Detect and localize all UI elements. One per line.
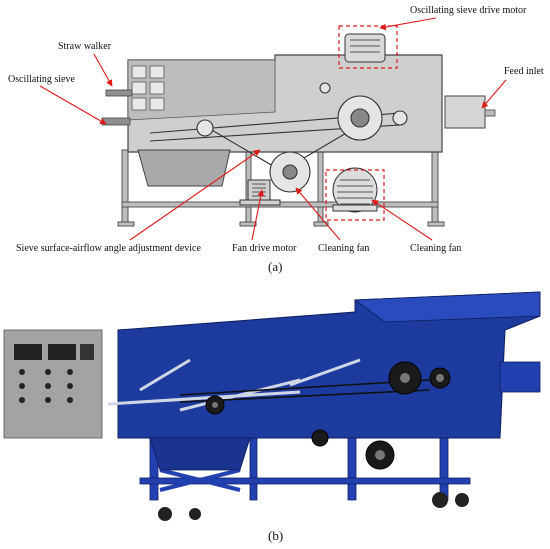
annotation-arrows <box>39 17 507 241</box>
label-sieve-adjustment: Sieve surface-airflow angle adjustment d… <box>16 243 201 254</box>
subfigure-label-b: (b) <box>268 528 284 543</box>
label-oscillating-sieve-drive-motor: Oscillating sieve drive motor <box>410 5 527 16</box>
label-cleaning-fan-2: Cleaning fan <box>410 243 462 254</box>
label-fan-drive-motor: Fan drive motor <box>232 243 297 254</box>
drive-motor-highlight <box>338 25 398 69</box>
machine-photo <box>3 291 541 521</box>
label-oscillating-sieve: Oscillating sieve <box>8 74 75 85</box>
label-feed-inlet: Feed inlet <box>504 66 544 77</box>
subfigure-label-a: (a) <box>268 259 283 274</box>
label-cleaning-fan-1: Cleaning fan <box>318 243 370 254</box>
label-straw-walker: Straw walker <box>58 41 112 52</box>
cleaning-fan-highlight <box>325 169 385 221</box>
machine-drawing <box>101 25 496 227</box>
